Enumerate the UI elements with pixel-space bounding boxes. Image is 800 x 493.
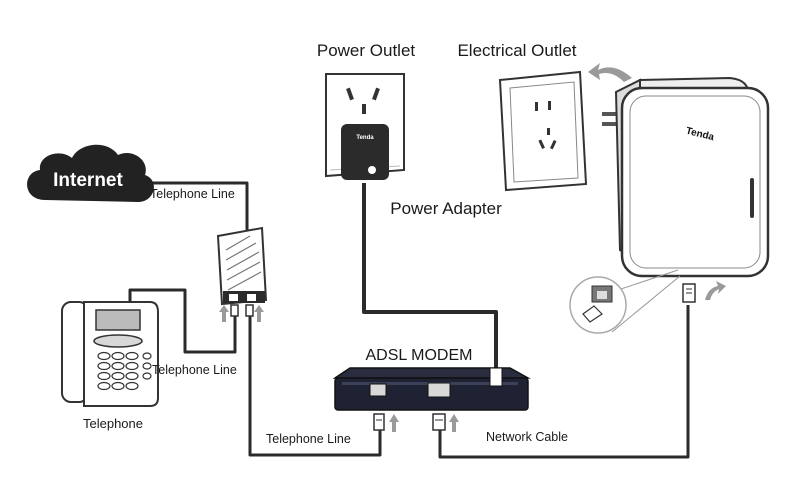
splitter-device (216, 226, 268, 322)
telephone-line-label-top: Telephone Line (150, 187, 235, 201)
telephone-line-phone-cable (128, 288, 237, 354)
modem-phone-plug (373, 413, 385, 431)
telephone-keypad (97, 351, 152, 391)
plug-in-arrow-icon (588, 63, 632, 82)
electrical-outlet-label: Electrical Outlet (457, 41, 576, 60)
power-adapter-body (341, 124, 389, 180)
power-adapter-socket (368, 166, 376, 174)
modem-network-arrow-icon (449, 414, 459, 432)
callout-line (611, 269, 679, 293)
modem-phone-arrow-icon (389, 414, 399, 432)
power-cable (362, 183, 498, 368)
electrical-outlet-faceplate (498, 70, 588, 192)
power-adapter: Tenda Power Adapter (341, 124, 502, 218)
modem-ethernet-port (427, 382, 451, 398)
power-adapter-label: Power Adapter (390, 199, 502, 218)
electrical-outlet-slots (535, 101, 557, 150)
modem-power-port (489, 367, 503, 387)
telephone-screen (95, 309, 141, 331)
internet-cloud: Internet (27, 144, 154, 202)
router-indicator-led (750, 178, 754, 218)
splitter-arrow-up-icon (254, 305, 264, 322)
modem-network-plug (432, 413, 446, 431)
cables (128, 181, 690, 459)
adsl-modem: ADSL MODEM (332, 347, 531, 432)
network-cable-label: Network Cable (486, 430, 568, 444)
telephone-line-internet-cable (150, 181, 249, 232)
electrical-outlet: Electrical Outlet (457, 41, 632, 192)
telephone-line-modem-cable (248, 308, 382, 457)
router-prongs (602, 112, 618, 116)
port-callout-circle (569, 276, 627, 334)
internet-label: Internet (53, 170, 123, 191)
power-outlet-label: Power Outlet (317, 41, 416, 60)
telephone-label: Telephone (83, 416, 143, 431)
splitter-phone-plug (230, 304, 239, 317)
cloud-icon (27, 144, 154, 202)
splitter-modem-port (247, 294, 256, 301)
telephone-line-label-mid: Telephone Line (152, 363, 237, 377)
telephone-nav-pad (93, 334, 143, 348)
adsl-modem-label: ADSL MODEM (366, 347, 473, 364)
telephone-device: Telephone (61, 301, 159, 431)
power-outlet-slots (346, 87, 380, 114)
splitter-phone-port (229, 294, 238, 301)
splitter-arrow-up-icon (219, 305, 229, 322)
callout-plug-icon (582, 305, 603, 323)
power-adapter-logo: Tenda (356, 135, 374, 141)
router-plug-arrow-icon (705, 281, 726, 300)
splitter-hatching (225, 235, 262, 291)
splitter-modem-plug (245, 304, 254, 317)
modem-phone-port (369, 383, 387, 397)
telephone-line-label-bottom: Telephone Line (266, 432, 351, 446)
network-cable (438, 305, 690, 459)
router-device: Tenda (569, 76, 770, 334)
router-front (620, 86, 770, 278)
